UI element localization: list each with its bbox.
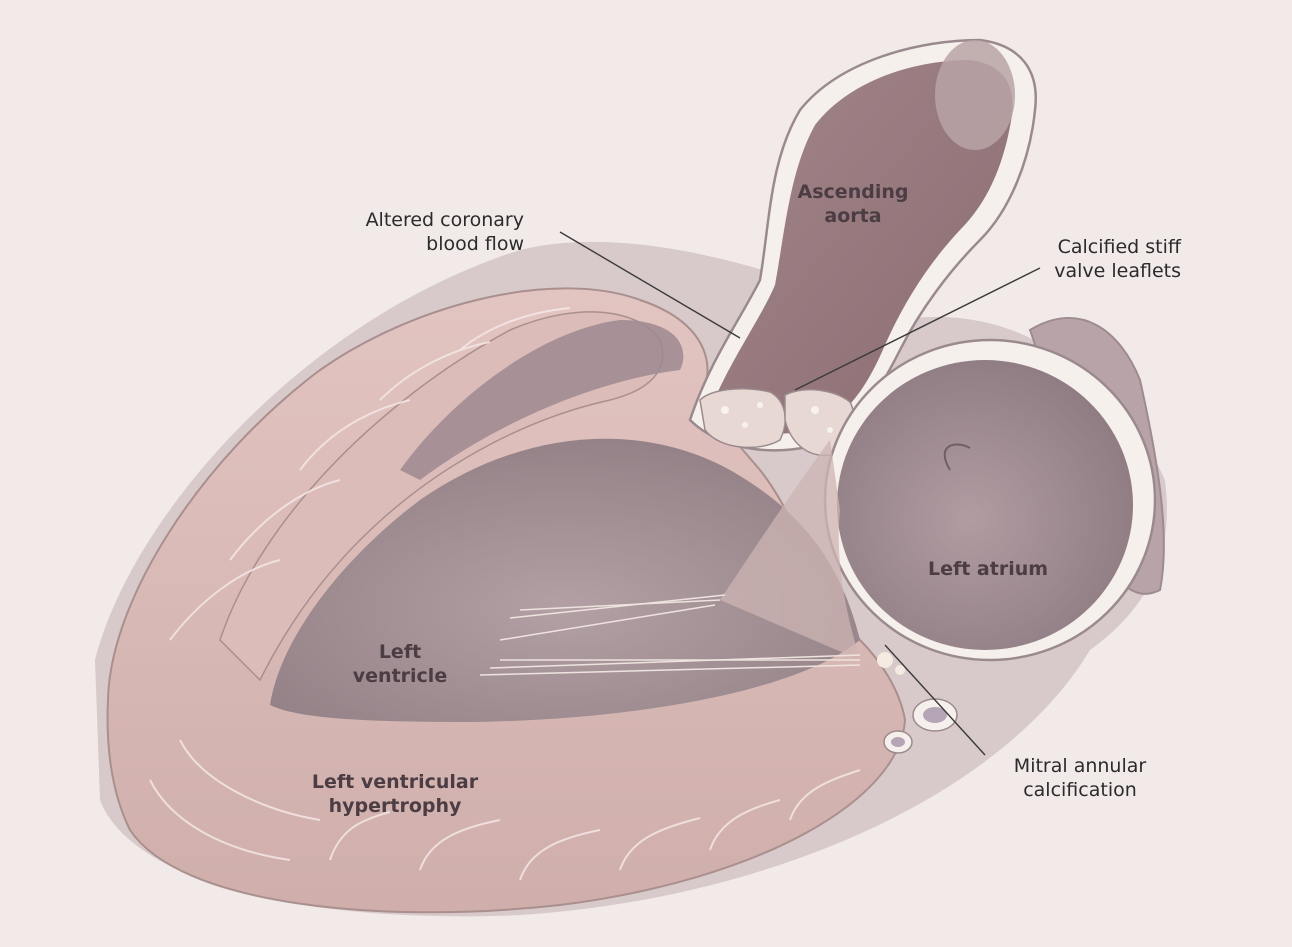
- label-left-ventricle-line2: ventricle: [352, 665, 448, 687]
- label-left-ventricle-line1: Left: [378, 641, 422, 663]
- pulmonary-vein-ostium: [943, 443, 971, 471]
- aorta-opening: [935, 40, 1015, 150]
- label-calcified-leaflets-line2: valve leaflets: [1054, 260, 1181, 282]
- mitral-leaflet: [720, 440, 860, 660]
- lv-cavity: [270, 438, 860, 722]
- label-lv-hypertrophy-line1: Left ventricular: [311, 771, 479, 793]
- label-calcified-leaflets-line1: Calcified stiff: [1057, 236, 1181, 258]
- label-ascending-aorta: Ascending aorta: [798, 180, 909, 228]
- aorta-lumen: [710, 60, 1013, 434]
- label-altered-coronary-line2: blood flow: [426, 233, 524, 255]
- label-mitral-calcification-line2: calcification: [1023, 779, 1137, 801]
- label-left-atrium-line1: Left atrium: [927, 558, 1049, 580]
- label-lv-hypertrophy: Left ventricular hypertrophy: [312, 770, 478, 818]
- label-left-atrium: Left atrium: [928, 557, 1048, 581]
- left-atrium-cavity: [837, 360, 1133, 650]
- lv-upper-cavity: [400, 320, 684, 480]
- leader-altered-coronary: [559, 231, 741, 339]
- label-ascending-aorta-line2: aorta: [824, 205, 882, 227]
- label-altered-coronary: Altered coronary blood flow: [366, 208, 524, 256]
- label-ascending-aorta-line1: Ascending: [797, 181, 909, 203]
- leader-calcified-leaflets: [794, 267, 1041, 391]
- chordae: [479, 594, 861, 676]
- leader-lines: [559, 231, 1041, 756]
- label-lv-hypertrophy-line2: hypertrophy: [328, 795, 462, 817]
- muscle-fibres: [149, 307, 861, 881]
- mitral-calcification: [877, 652, 958, 754]
- label-mitral-calcification-line1: Mitral annular: [1013, 755, 1147, 777]
- label-calcified-leaflets: Calcified stiff valve leaflets: [1054, 235, 1181, 283]
- label-left-ventricle: Left ventricle: [353, 640, 447, 688]
- label-mitral-calcification: Mitral annular calcification: [1014, 754, 1146, 802]
- label-altered-coronary-line1: Altered coronary: [365, 209, 524, 231]
- leader-mitral-calcification: [884, 644, 986, 756]
